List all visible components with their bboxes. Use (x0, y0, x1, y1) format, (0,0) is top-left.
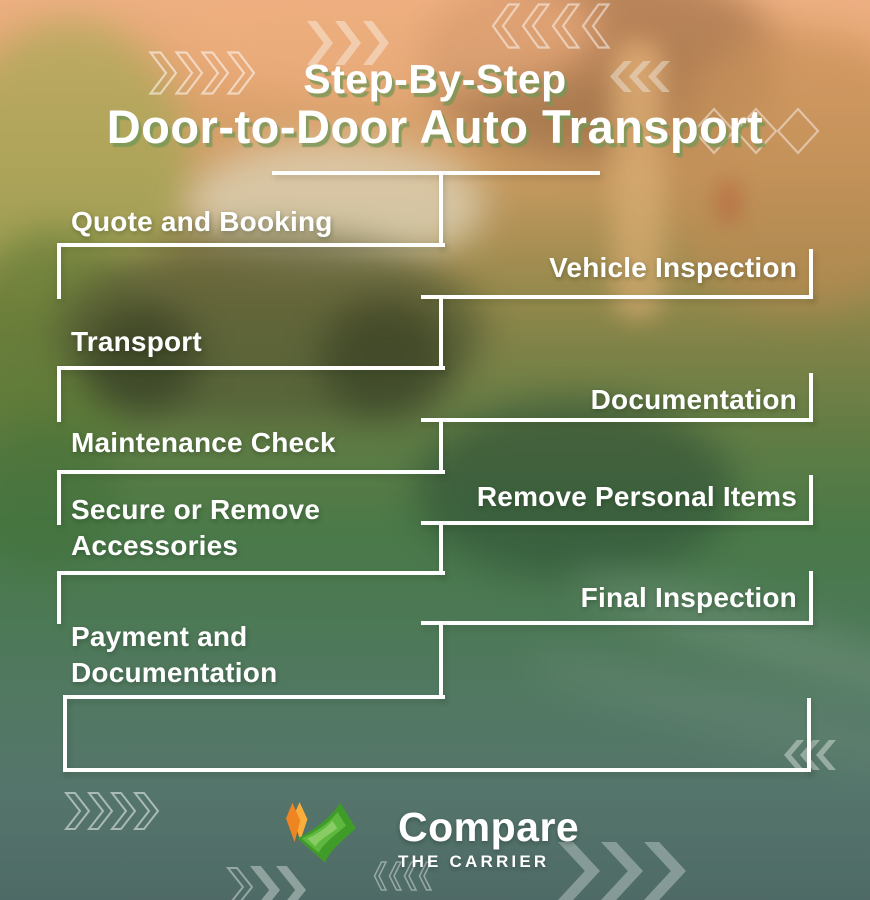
step-label-documentation: Documentation (590, 384, 797, 415)
chevrons-left-outline-logo-icon (373, 861, 433, 891)
step2-connector (439, 295, 443, 370)
step-label-maintenance-check: Maintenance Check (71, 427, 336, 458)
second-car-blob (415, 400, 735, 580)
chevrons-right-outline-bottom-left-icon (64, 792, 160, 830)
chevrons-right-outline-top-left-icon (148, 51, 256, 95)
step8-connector (439, 621, 443, 699)
title-line-1: Step-By-Step (303, 56, 567, 102)
taillight-blob (716, 178, 742, 226)
bottom-bracket-right (807, 698, 811, 772)
chevrons-left-outline-top-right-icon (491, 3, 611, 49)
step2-stub (809, 249, 813, 299)
chevrons-right-filled-bottom-right-icon (558, 842, 688, 900)
logo-brand-name: Compare (398, 804, 580, 850)
step-label-remove-personal-items: Remove Personal Items (476, 481, 797, 512)
step3-underline (57, 366, 445, 370)
house-wall-blob (660, 30, 870, 310)
step7-stub (57, 571, 61, 624)
chevrons-left-filled-title-icon (610, 61, 672, 92)
bottom-bracket-left (63, 695, 67, 772)
step-label-secure-or-remove-accessories: Secure or Remove Accessories (71, 494, 321, 561)
step5-stub (57, 470, 61, 525)
wheel-blob-front (85, 305, 200, 415)
compare-the-carrier-logo: Compare THE CARRIER (276, 790, 579, 882)
step6-stub (809, 475, 813, 525)
title-line-2: Door-to-Door Auto Transport (106, 100, 764, 153)
logo-subtitle: THE CARRIER (398, 852, 550, 871)
page-title: Step-By-Step Door-to-Door Auto Transport (0, 56, 870, 152)
step1-stub (57, 243, 61, 299)
step8-underline (421, 621, 813, 625)
step4-underline (421, 418, 813, 422)
step8-stub (809, 571, 813, 625)
step5-underline (57, 470, 445, 474)
step-label-payment-and-documentation: Payment and Documentation (71, 621, 278, 688)
step1-underline (57, 243, 445, 247)
diamonds-outline-title-icon (692, 107, 820, 155)
title-connector-horizontal (272, 171, 600, 175)
logo-leaf-icon (286, 802, 356, 863)
step9-underline (63, 695, 445, 699)
step2-underline (421, 295, 813, 299)
step4-stub (809, 373, 813, 422)
step4-connector (439, 418, 443, 474)
step-label-final-inspection: Final Inspection (580, 582, 797, 613)
step-label-quote-and-booking: Quote and Booking (71, 206, 333, 237)
step6-underline (421, 521, 813, 525)
step6-connector (439, 521, 443, 575)
bottom-bracket-bottom (63, 768, 811, 772)
step7-underline (57, 571, 445, 575)
chevrons-left-filled-mid-right-icon (784, 740, 840, 770)
title-connector-vertical (439, 171, 443, 247)
step-label-transport: Transport (71, 326, 202, 357)
chevrons-right-filled-bottom-left-icon (250, 866, 334, 900)
chevron-right-outline-bottom-icon (226, 867, 254, 900)
logo-text: Compare THE CARRIER (398, 806, 579, 872)
step-label-vehicle-inspection: Vehicle Inspection (549, 252, 797, 283)
step3-stub (57, 366, 61, 422)
wheel-blob-rear (320, 300, 450, 420)
chevrons-right-filled-top-center-icon (307, 21, 393, 65)
